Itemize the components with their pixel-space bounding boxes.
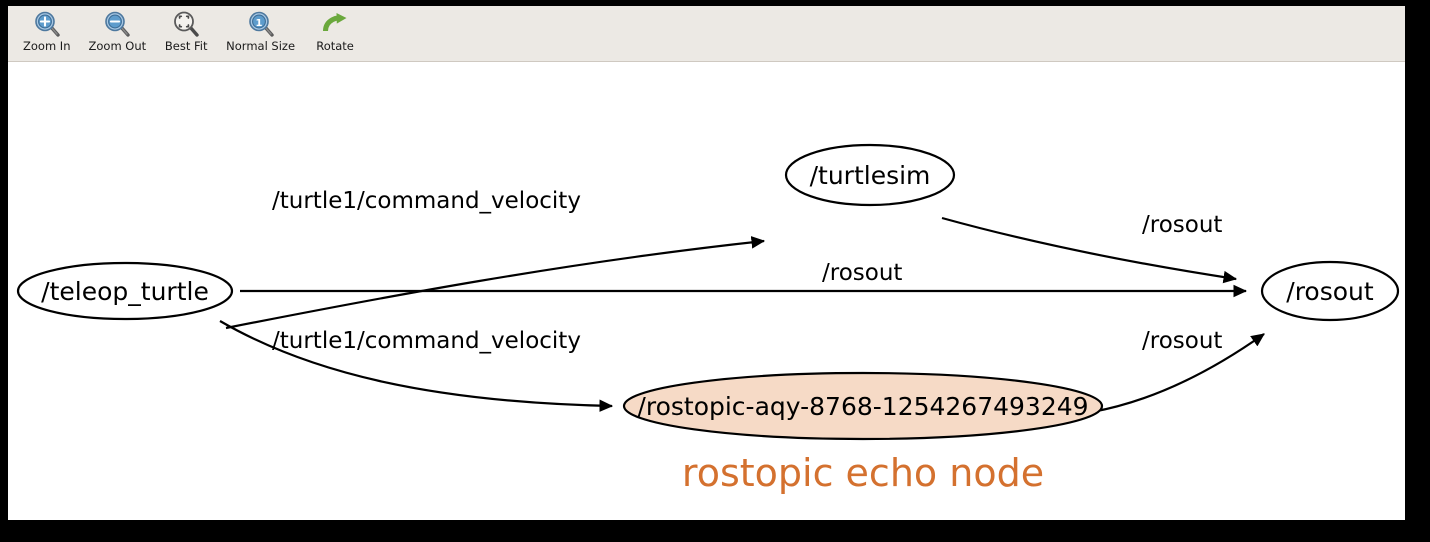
node-label-teleop-turtle: /teleop_turtle: [41, 277, 209, 306]
zoom-in-button[interactable]: Zoom In: [14, 6, 80, 53]
node-label-rosout: /rosout: [1286, 277, 1374, 306]
edge-label-rosout-middle: /rosout: [822, 260, 902, 286]
zoom-out-icon: [102, 10, 132, 38]
graph-node-turtlesim[interactable]: /turtlesim: [784, 143, 956, 207]
rotate-button[interactable]: Rotate: [304, 6, 366, 53]
normal-size-icon: 1: [246, 10, 276, 38]
edge-label-command-velocity-bottom: /turtle1/command_velocity: [272, 328, 581, 354]
edge-rostopic-to-rosout: /rosout: [1091, 328, 1265, 414]
normal-size-button[interactable]: 1 Normal Size: [217, 6, 304, 53]
edge-path: [225, 236, 766, 330]
graph-node-rostopic[interactable]: /rostopic-aqy-8768-1254267493249: [622, 371, 1104, 441]
node-shape: [784, 143, 956, 207]
annotation-rostopic-echo-node: rostopic echo node: [682, 451, 1044, 495]
rotate-icon: [320, 10, 350, 38]
node-shape: [16, 261, 234, 321]
svg-text:1: 1: [255, 18, 262, 29]
normal-size-label: Normal Size: [226, 39, 296, 53]
best-fit-button[interactable]: Best Fit: [155, 6, 217, 53]
zoom-in-label: Zoom In: [23, 39, 71, 53]
node-graph: /turtle1/command_velocity /rosout /turtl…: [16, 143, 1400, 495]
graph-node-rosout[interactable]: /rosout: [1260, 260, 1400, 322]
node-label-turtlesim: /turtlesim: [810, 161, 931, 190]
best-fit-label: Best Fit: [164, 39, 208, 53]
rotate-label: Rotate: [316, 39, 354, 53]
edge-teleop-to-turtlesim: /turtle1/command_velocity: [225, 188, 766, 330]
node-shape-highlighted: [622, 371, 1104, 441]
zoom-out-label: Zoom Out: [88, 39, 147, 53]
edge-label-rosout-upper: /rosout: [1142, 212, 1222, 238]
graph-node-teleop-turtle[interactable]: /teleop_turtle: [16, 261, 234, 321]
edge-path: [219, 320, 614, 412]
edge-teleop-to-rostopic: /turtle1/command_velocity: [219, 320, 614, 412]
edge-path: [941, 216, 1238, 284]
toolbar-button-group: Zoom In Zoom Out: [8, 6, 1405, 61]
edge-label-rosout-lower: /rosout: [1142, 328, 1222, 354]
toolbar: Zoom In Zoom Out: [8, 6, 1405, 62]
edge-path: [1091, 333, 1265, 414]
graph-canvas[interactable]: /turtle1/command_velocity /rosout /turtl…: [8, 62, 1405, 520]
edge-label-command-velocity-top: /turtle1/command_velocity: [272, 188, 581, 214]
zoom-in-icon: [32, 10, 62, 38]
node-shape: [1260, 260, 1400, 322]
node-label-rostopic: /rostopic-aqy-8768-1254267493249: [637, 392, 1088, 421]
zoom-out-button[interactable]: Zoom Out: [80, 6, 156, 53]
edge-turtlesim-to-rosout: /rosout: [941, 212, 1238, 284]
edge-teleop-to-rosout: /rosout: [240, 260, 1248, 298]
best-fit-icon: [171, 10, 201, 38]
